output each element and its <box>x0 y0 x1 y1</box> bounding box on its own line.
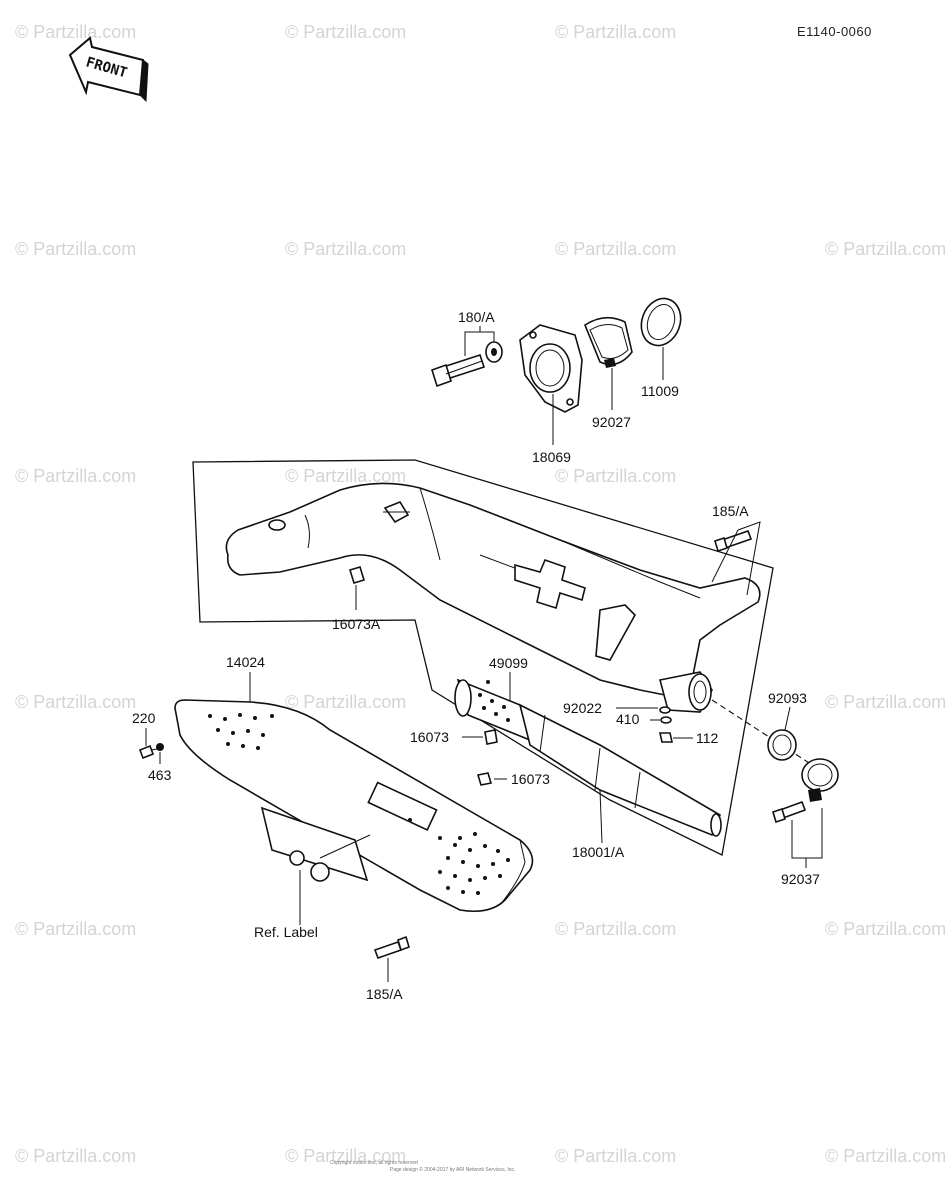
diagram-code: E1140-0060 <box>797 24 872 39</box>
part-label-92027: 92027 <box>592 414 631 430</box>
footer-copyright: Copyright notice text, all rights reserv… <box>330 1160 418 1166</box>
part-label-18001a: 18001/A <box>572 844 625 860</box>
bolt-185a-bottom <box>373 935 410 960</box>
part-label-220: 220 <box>132 710 156 726</box>
nut-16073-upper <box>484 729 498 745</box>
watermark: © Partzilla.com <box>285 466 406 486</box>
watermark: © Partzilla.com <box>825 692 945 712</box>
part-label-92037: 92037 <box>781 871 820 887</box>
watermark: © Partzilla.com <box>825 1146 945 1166</box>
watermark: © Partzilla.com <box>825 919 945 939</box>
part-label-180a: 180/A <box>458 309 495 325</box>
part-label-16073-lower: 16073 <box>511 771 550 787</box>
part-label-92093: 92093 <box>768 690 807 706</box>
part-label-185a-bottom: 185/A <box>366 986 403 1002</box>
pipe-outlet <box>659 671 713 713</box>
assembly-panel <box>192 459 774 856</box>
washer-410 <box>660 716 672 724</box>
watermark: © Partzilla.com <box>555 1146 676 1166</box>
watermark: © Partzilla.com <box>15 466 136 486</box>
watermark: © Partzilla.com <box>15 239 136 259</box>
heat-shield-bracket <box>514 558 586 610</box>
part-label-11009: 11009 <box>641 383 679 399</box>
nut-16073-lower <box>476 772 493 786</box>
part-label-16073-upper: 16073 <box>410 729 449 745</box>
part-label-463: 463 <box>148 767 172 783</box>
watermark: © Partzilla.com <box>15 1146 136 1166</box>
flange-18069 <box>519 324 583 413</box>
part-label-112: 112 <box>696 730 719 746</box>
part-label-92022: 92022 <box>563 700 602 716</box>
gasket-92093 <box>767 729 797 761</box>
part-label-14024: 14024 <box>226 654 265 670</box>
bolt-185a-top <box>714 529 753 553</box>
heat-guard-14024 <box>174 699 534 913</box>
label-plate <box>260 806 369 882</box>
watermark: © Partzilla.com <box>285 692 406 712</box>
watermark: © Partzilla.com <box>555 22 676 42</box>
watermark: © Partzilla.com <box>555 239 676 259</box>
bracket-strap <box>595 604 636 661</box>
part-label-185a-top: 185/A <box>712 503 749 519</box>
part-label-16073a: 16073A <box>332 616 381 632</box>
part-label-49099: 49099 <box>489 655 528 671</box>
collar-92027 <box>584 316 633 368</box>
bolt-92037 <box>772 800 807 824</box>
washer-180a <box>485 341 503 363</box>
nut-112 <box>659 732 673 743</box>
part-label-410: 410 <box>616 711 640 727</box>
watermark: © Partzilla.com <box>825 239 945 259</box>
part-label-ref-label: Ref. Label <box>254 924 318 940</box>
watermark: © Partzilla.com <box>555 466 676 486</box>
tail-pipe-18001a <box>518 703 722 837</box>
front-arrow-icon: FRONT <box>68 36 149 103</box>
nut-463 <box>156 743 164 751</box>
watermark-layer: © Partzilla.com © Partzilla.com © Partzi… <box>15 22 945 1166</box>
watermark: © Partzilla.com <box>15 919 136 939</box>
heat-guard-holes <box>208 713 510 895</box>
part-labels: 180/A 18069 92027 11009 185/A 16073A 140… <box>132 309 820 1002</box>
gasket-11009 <box>640 297 682 347</box>
footer-page-design: Page design © 2004-2017 by ARI Network S… <box>390 1166 515 1173</box>
bolt-180a <box>431 353 486 388</box>
watermark: © Partzilla.com <box>285 1146 406 1166</box>
washer-92022 <box>659 706 671 714</box>
part-label-18069: 18069 <box>532 449 571 465</box>
watermark: © Partzilla.com <box>15 692 136 712</box>
clamp-92037 <box>801 758 839 802</box>
watermark: © Partzilla.com <box>285 239 406 259</box>
watermark: © Partzilla.com <box>555 919 676 939</box>
nut-16073a <box>348 566 366 584</box>
watermark: © Partzilla.com <box>285 22 406 42</box>
watermark: © Partzilla.com <box>15 22 136 42</box>
